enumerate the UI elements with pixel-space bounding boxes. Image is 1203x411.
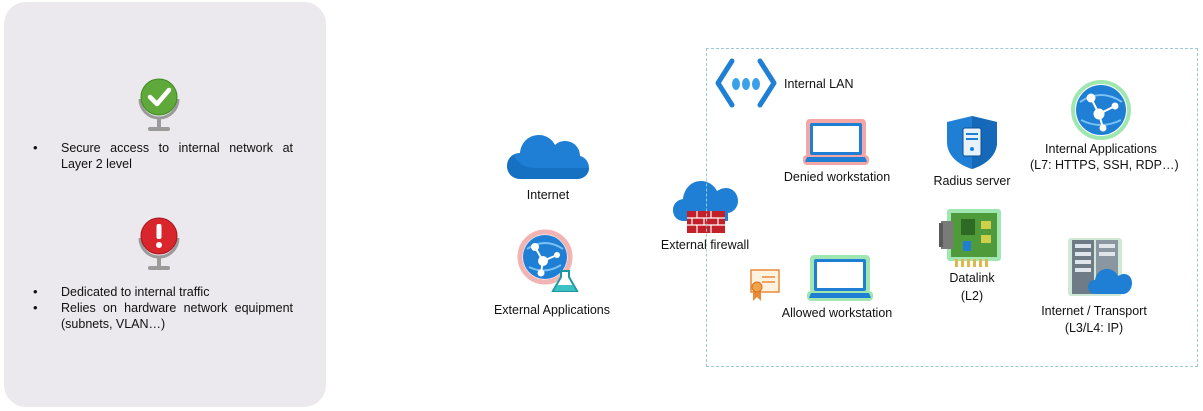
pros-list: Secure access to internal network at Lay… <box>33 140 293 172</box>
denied-workstation-label: Denied workstation <box>783 170 891 184</box>
check-globe-icon <box>133 75 185 137</box>
virtual-network-icon <box>715 57 777 109</box>
radius-server-label: Radius server <box>933 174 1011 188</box>
certificate-icon <box>748 267 782 303</box>
datalink-label-line1: Datalink <box>949 271 995 285</box>
internet-cloud-icon <box>507 127 589 181</box>
internal-lan-label: Internal LAN <box>784 77 854 91</box>
cons-list: Dedicated to internal traffic Relies on … <box>33 284 293 332</box>
external-apps-label: External Applications <box>493 303 611 317</box>
internal-apps-globe-icon <box>1071 80 1131 140</box>
denied-laptop-icon <box>801 117 871 167</box>
allowed-laptop-icon <box>805 253 875 303</box>
internal-apps-label-line2: (L7: HTTPS, SSH, RDP…) <box>1030 158 1179 172</box>
info-panel <box>4 2 326 407</box>
external-firewall-label: External firewall <box>660 238 750 252</box>
exclamation-globe-icon <box>133 214 185 276</box>
internet-label: Internet <box>526 188 570 202</box>
internal-lan-boundary <box>706 48 1198 367</box>
radius-server-shield-icon <box>943 114 1001 170</box>
external-apps-globe-icon <box>517 227 581 295</box>
cons-item: Dedicated to internal traffic <box>33 284 293 300</box>
transport-label-line1: Internet / Transport <box>1041 304 1147 318</box>
datalink-label-line2: (L2) <box>960 289 984 303</box>
transport-label-line2: (L3/L4: IP) <box>1064 321 1124 335</box>
internal-apps-label-line1: Internal Applications <box>1045 142 1157 156</box>
allowed-workstation-label: Allowed workstation <box>781 306 893 320</box>
network-card-icon <box>937 207 1005 269</box>
cons-item: Relies on hardware network equipment (su… <box>33 300 293 332</box>
server-cloud-icon <box>1066 236 1132 300</box>
pros-item: Secure access to internal network at Lay… <box>33 140 293 172</box>
